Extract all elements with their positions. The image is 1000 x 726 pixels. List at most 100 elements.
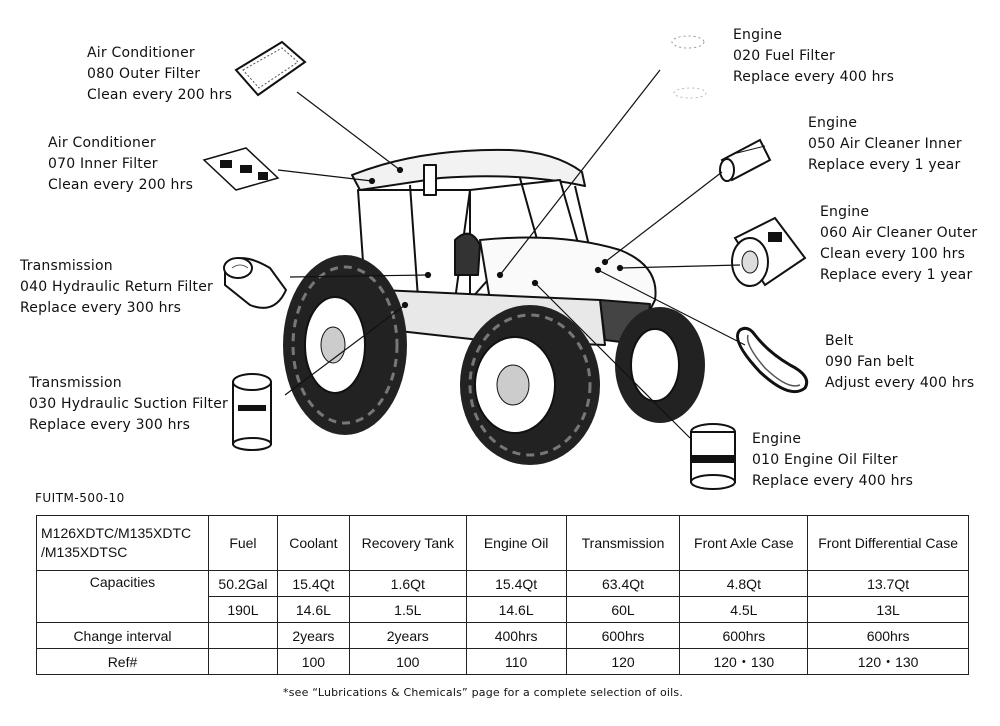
- table-cell: 600hrs: [565, 622, 681, 649]
- callout-interval: Clean every 200 hrs: [87, 87, 233, 103]
- table-cell: 100: [348, 648, 467, 675]
- header-cell: Fuel: [207, 515, 278, 571]
- table-cell: 50.2Gal: [207, 570, 278, 597]
- fan-belt-icon: [736, 326, 809, 393]
- callout-category: Air Conditioner: [87, 45, 195, 61]
- callout-interval: Replace every 300 hrs: [29, 417, 191, 433]
- callout-fuel-filter: Engine 020 Fuel Filter Replace every 400…: [733, 25, 894, 88]
- callout-part: 070 Inner Filter: [48, 156, 158, 172]
- fuel-filter-icon: [671, 35, 707, 99]
- table-cell: 60L: [565, 596, 681, 623]
- table-row: Ref# 100 100 110 120 120・130 120・130: [36, 648, 969, 675]
- table-cell: 100: [276, 648, 350, 675]
- callout-part: 090 Fan belt: [825, 354, 915, 370]
- row-label: Capacities: [36, 570, 209, 623]
- engine-oil-filter-icon: [690, 423, 736, 490]
- table-cell: 190L: [207, 596, 278, 623]
- callout-interval: Replace every 1 year: [808, 157, 961, 173]
- callout-category: Engine: [820, 204, 870, 220]
- callout-interval: Replace every 300 hrs: [20, 300, 182, 316]
- header-cell: Recovery Tank: [348, 515, 467, 571]
- callout-interval: Adjust every 400 hrs: [825, 375, 975, 391]
- table-cell: 13L: [807, 596, 969, 623]
- callout-part: 060 Air Cleaner Outer: [820, 225, 978, 241]
- callout-category: Transmission: [29, 375, 122, 391]
- table-cell: 120・130: [807, 648, 969, 675]
- callout-air-cleaner-inner: Engine 050 Air Cleaner Inner Replace eve…: [808, 113, 962, 176]
- row-label: Change interval: [36, 622, 209, 649]
- callout-engine-oil-filter: Engine 010 Engine Oil Filter Replace eve…: [752, 429, 913, 492]
- header-cell: Engine Oil: [465, 515, 567, 571]
- table-cell: 63.4Qt: [565, 570, 681, 597]
- header-cell: Front Differential Case: [807, 515, 969, 571]
- table-cell: 120: [565, 648, 681, 675]
- air-cleaner-inner-icon: [719, 138, 772, 182]
- callout-part: 040 Hydraulic Return Filter: [20, 279, 213, 295]
- table-cell: [207, 648, 278, 675]
- callout-part: 030 Hydraulic Suction Filter: [29, 396, 229, 412]
- table-header-row: M126XDTC/M135XDTC /M135XDTSC Fuel Coolan…: [36, 515, 969, 571]
- callout-hydraulic-return-filter: Transmission 040 Hydraulic Return Filter…: [20, 256, 213, 319]
- table-cell: 1.5L: [348, 596, 467, 623]
- callout-fan-belt: Belt 090 Fan belt Adjust every 400 hrs: [825, 331, 974, 394]
- table-cell: 600hrs: [807, 622, 969, 649]
- callout-part: 020 Fuel Filter: [733, 48, 835, 64]
- footnote: *see “Lubrications & Chemicals” page for…: [283, 686, 684, 699]
- hydraulic-return-filter-icon: [223, 257, 288, 309]
- callout-part: 050 Air Cleaner Inner: [808, 136, 962, 152]
- header-cell: Coolant: [276, 515, 350, 571]
- capacity-table: M126XDTC/M135XDTC /M135XDTSC Fuel Coolan…: [36, 515, 969, 675]
- table-cell: 15.4Qt: [465, 570, 567, 597]
- rear-wheel: [283, 255, 407, 435]
- table-cell: [207, 622, 278, 649]
- leader-lines: [277, 69, 746, 439]
- table-cell: 1.6Qt: [348, 570, 467, 597]
- table-cell: 400hrs: [465, 622, 567, 649]
- air-cleaner-outer-icon: [731, 216, 807, 287]
- table-row: 190L 14.6L 1.5L 14.6L 60L 4.5L 13L: [37, 596, 969, 623]
- header-cell: Transmission: [565, 515, 681, 571]
- callout-part: 010 Engine Oil Filter: [752, 452, 898, 468]
- callout-interval: Clean every 200 hrs: [48, 177, 194, 193]
- outer-filter-icon: [234, 40, 307, 97]
- callout-category: Engine: [752, 431, 802, 447]
- front-wheel-near: [460, 305, 600, 465]
- tractor-diagram: [202, 35, 809, 490]
- model-line: M126XDTC/M135XDTC: [41, 525, 192, 541]
- model-cell: M126XDTC/M135XDTC /M135XDTSC: [36, 515, 209, 571]
- table-cell: 13.7Qt: [807, 570, 969, 597]
- callout-air-cleaner-outer: Engine 060 Air Cleaner Outer Clean every…: [820, 202, 977, 286]
- callout-inner-filter: Air Conditioner 070 Inner Filter Clean e…: [48, 133, 193, 196]
- header-cell: Front Axle Case: [679, 515, 809, 571]
- callout-category: Transmission: [20, 258, 113, 274]
- callout-category: Engine: [733, 27, 783, 43]
- callout-category: Belt: [825, 333, 854, 349]
- callout-interval: Replace every 1 year: [820, 267, 973, 283]
- front-wheel-far: [615, 307, 705, 423]
- callout-category: Engine: [808, 115, 858, 131]
- table-cell: 2years: [348, 622, 467, 649]
- table-cell: 110: [465, 648, 567, 675]
- callout-interval: Replace every 400 hrs: [733, 69, 895, 85]
- callout-interval: Clean every 100 hrs: [820, 246, 966, 262]
- callout-category: Air Conditioner: [48, 135, 156, 151]
- table-cell: 4.5L: [679, 596, 809, 623]
- inner-filter-icon: [202, 147, 280, 191]
- document-reference: FUITM-500-10: [35, 491, 125, 505]
- table-cell: 600hrs: [679, 622, 809, 649]
- callout-interval: Replace every 400 hrs: [752, 473, 914, 489]
- table-cell: 2years: [276, 622, 350, 649]
- callout-hydraulic-suction-filter: Transmission 030 Hydraulic Suction Filte…: [29, 373, 228, 436]
- callout-outer-filter: Air Conditioner 080 Outer Filter Clean e…: [87, 43, 232, 106]
- table-row: Change interval 2years 2years 400hrs 600…: [36, 622, 969, 649]
- table-cell: 14.6L: [465, 596, 567, 623]
- table-row: Capacities 50.2Gal 15.4Qt 1.6Qt 15.4Qt 6…: [36, 570, 969, 623]
- table-cell: 15.4Qt: [276, 570, 350, 597]
- model-line: /M135XDTSC: [41, 544, 128, 560]
- table-cell: 4.8Qt: [679, 570, 809, 597]
- hydraulic-suction-filter-icon: [232, 373, 272, 451]
- table-cell: 120・130: [679, 648, 809, 675]
- row-label: Ref#: [36, 648, 209, 675]
- callout-part: 080 Outer Filter: [87, 66, 201, 82]
- table-cell: 14.6L: [276, 596, 350, 623]
